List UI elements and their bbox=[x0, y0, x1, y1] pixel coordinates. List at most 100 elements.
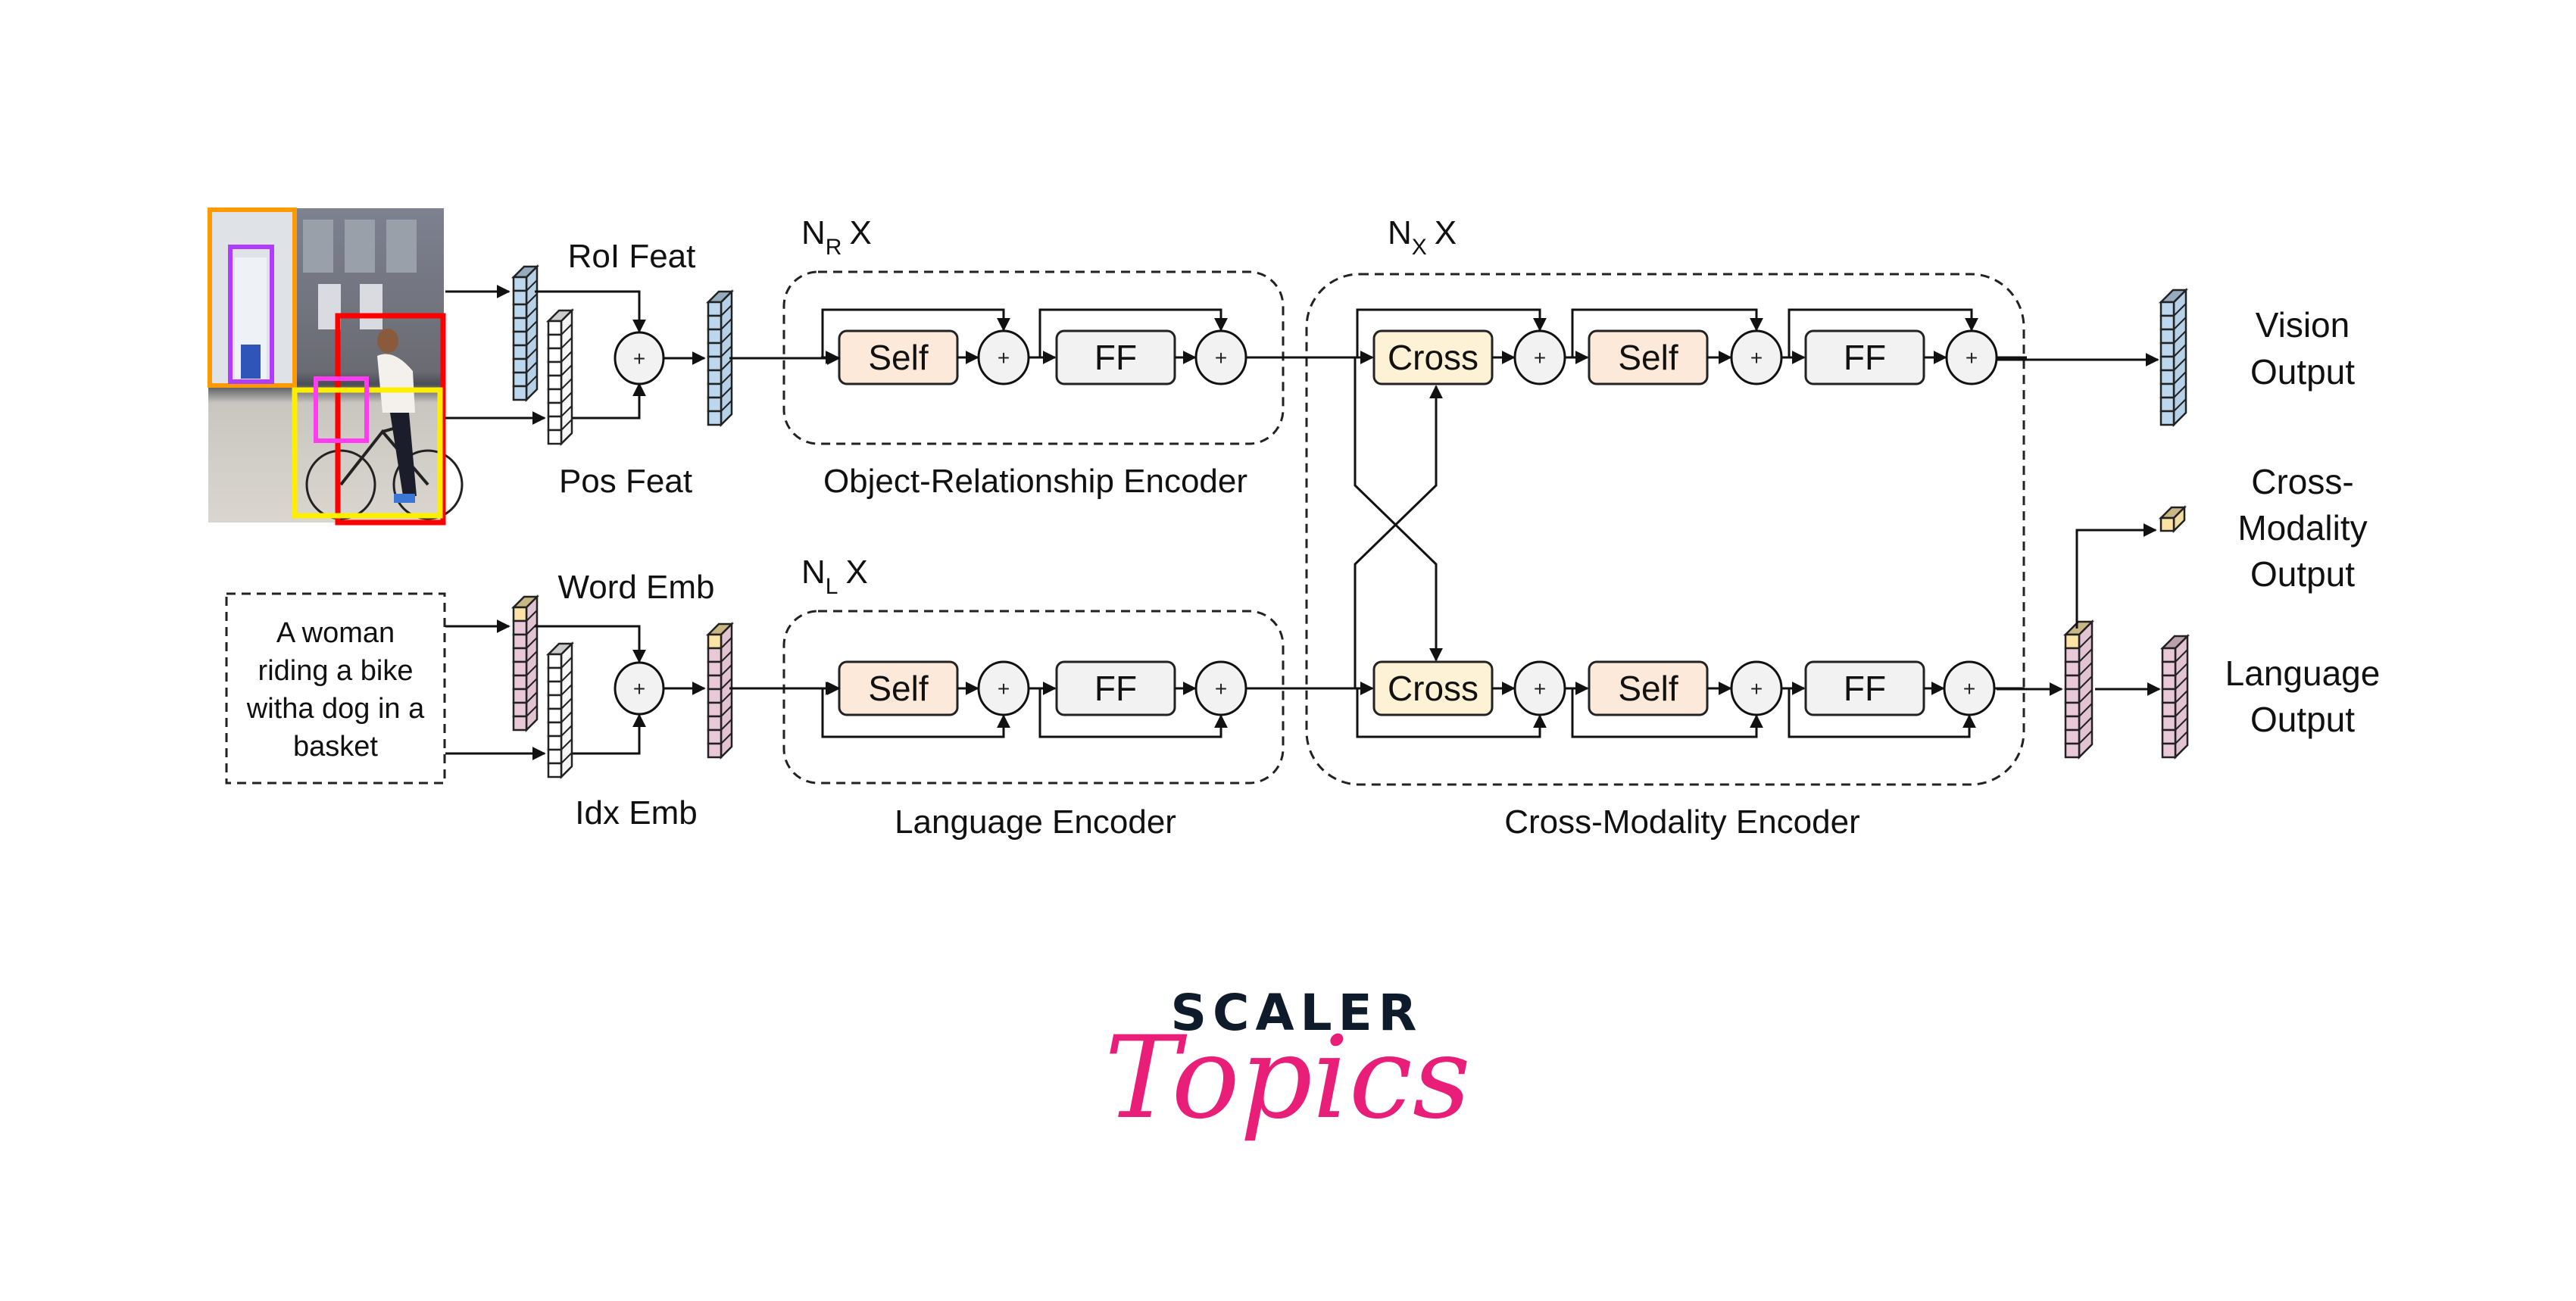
column-cell bbox=[547, 694, 563, 710]
output-label-line: Output bbox=[2250, 700, 2355, 739]
column-cell bbox=[2064, 742, 2081, 759]
column-cell bbox=[2159, 328, 2175, 345]
column-cell bbox=[2161, 728, 2177, 745]
add-node: + bbox=[1513, 660, 1566, 716]
column-cell bbox=[2159, 516, 2175, 532]
column-cell bbox=[707, 633, 723, 650]
object-relationship-row: Self+FF+ bbox=[821, 308, 1276, 385]
column-cell bbox=[512, 317, 528, 333]
column-cell bbox=[512, 660, 528, 677]
column-cell bbox=[547, 735, 563, 751]
language-encoder-row: Self+FF+ bbox=[821, 660, 1276, 738]
column-cell bbox=[512, 715, 528, 732]
column-cell bbox=[2064, 660, 2081, 677]
column-cell bbox=[707, 369, 723, 385]
text-embedding-column bbox=[705, 621, 735, 760]
column-cell bbox=[2159, 314, 2175, 331]
column-cell bbox=[2161, 647, 2177, 663]
cross-modality-output-label: Cross- Modality Output bbox=[2237, 462, 2367, 594]
column-cell bbox=[512, 688, 528, 704]
block-self: Self bbox=[1588, 660, 1709, 716]
block-self: Self bbox=[838, 660, 959, 716]
plus-icon: + bbox=[633, 677, 645, 700]
scaler-topics-logo: SCALER Topics bbox=[1104, 984, 1471, 1144]
encoder-title: Language Encoder bbox=[895, 803, 1176, 841]
encoder-title: Cross-Modality Encoder bbox=[1504, 803, 1860, 841]
sentence-line: A woman bbox=[276, 617, 395, 649]
column-cell bbox=[547, 333, 563, 350]
column-cell bbox=[547, 680, 563, 697]
column-cell bbox=[707, 410, 723, 426]
column-cell bbox=[2064, 633, 2081, 650]
column-cell bbox=[707, 342, 723, 358]
block-label: Self bbox=[868, 669, 928, 708]
column-cell bbox=[512, 357, 528, 374]
column-cell bbox=[707, 382, 723, 399]
block-label: Self bbox=[868, 338, 928, 377]
column-cell bbox=[707, 660, 723, 677]
logo-topics: Topics bbox=[1104, 1012, 1471, 1144]
encoder-connectors bbox=[729, 351, 2161, 696]
plus-icon: + bbox=[1750, 677, 1763, 700]
column-cell bbox=[707, 301, 723, 317]
add-node: + bbox=[977, 329, 1030, 385]
column-cell bbox=[707, 728, 723, 745]
column-cell bbox=[2064, 674, 2081, 691]
plus-icon: + bbox=[1534, 346, 1546, 370]
column-cell bbox=[512, 619, 528, 636]
column-cell bbox=[547, 762, 563, 778]
bbox-red bbox=[335, 313, 446, 526]
column-cell bbox=[512, 633, 528, 650]
column-cell bbox=[512, 276, 528, 292]
column-cell bbox=[512, 344, 528, 360]
logo-scaler: SCALER bbox=[1170, 984, 1422, 1042]
column-cell bbox=[2161, 674, 2177, 691]
column-cell bbox=[512, 289, 528, 306]
language-output-column bbox=[2159, 633, 2190, 760]
column-cell bbox=[512, 371, 528, 388]
column-cell bbox=[547, 401, 563, 418]
column-cell bbox=[2161, 742, 2177, 759]
plus-icon: + bbox=[1534, 677, 1546, 700]
bbox-orange bbox=[208, 207, 297, 388]
idx-emb-column bbox=[545, 641, 575, 780]
column-cell bbox=[707, 355, 723, 372]
language-output-label: Language Output bbox=[2225, 654, 2381, 739]
column-cell bbox=[512, 647, 528, 663]
output-label-line: Modality bbox=[2237, 508, 2367, 548]
column-cell bbox=[547, 666, 563, 683]
block-ff: FF bbox=[1804, 660, 1925, 716]
column-cell bbox=[707, 396, 723, 413]
column-cell bbox=[547, 429, 563, 445]
plus-icon: + bbox=[1215, 677, 1227, 700]
plus-icon: + bbox=[1750, 346, 1763, 370]
column-cell bbox=[2161, 688, 2177, 704]
column-cell bbox=[2161, 701, 2177, 718]
block-label: Self bbox=[1618, 338, 1678, 377]
add-node: + bbox=[1730, 660, 1783, 716]
column-cell bbox=[512, 303, 528, 320]
column-cell bbox=[547, 388, 563, 404]
column-cell bbox=[2064, 728, 2081, 745]
add-node: + bbox=[1194, 660, 1247, 716]
idx-emb-label: Idx Emb bbox=[575, 794, 697, 831]
column-cell bbox=[707, 674, 723, 691]
input-sentence-box: A woman riding a bike witha dog in a bas… bbox=[225, 592, 446, 785]
plus-icon: + bbox=[998, 346, 1010, 370]
word-emb-label: Word Emb bbox=[557, 569, 714, 606]
roi-feat-column bbox=[511, 264, 540, 403]
block-self: Self bbox=[1588, 329, 1709, 385]
plus-icon: + bbox=[1966, 346, 1978, 370]
column-cell bbox=[2159, 369, 2175, 385]
bbox-purple bbox=[228, 245, 274, 384]
column-cell bbox=[707, 701, 723, 718]
column-cell bbox=[707, 742, 723, 759]
column-cell bbox=[707, 314, 723, 331]
column-cell bbox=[2064, 688, 2081, 704]
